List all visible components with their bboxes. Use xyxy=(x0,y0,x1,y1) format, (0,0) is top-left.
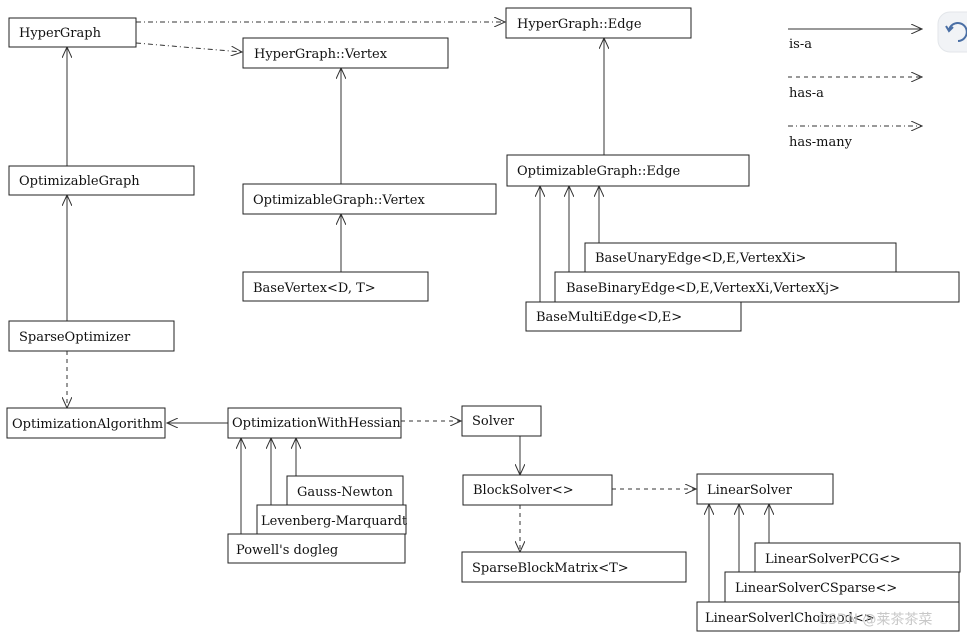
node-base-binary-edge: BaseBinaryEdge<D,E,VertexXi,VertexXj> xyxy=(554,271,960,303)
node-optimizable-graph: OptimizableGraph xyxy=(8,165,195,196)
node-base-unary-edge: BaseUnaryEdge<D,E,VertexXi> xyxy=(584,242,897,273)
node-label: LinearSolverCSparse<> xyxy=(735,581,897,596)
node-base-vertex: BaseVertex<D, T> xyxy=(242,271,429,302)
node-label: OptimizableGraph xyxy=(19,174,140,189)
node-sparse-optimizer: SparseOptimizer xyxy=(8,320,175,352)
node-hypergraph: HyperGraph xyxy=(8,17,137,48)
node-optimizable-graph-vertex: OptimizableGraph::Vertex xyxy=(242,183,497,215)
edge-hypergraph-to-vertex xyxy=(135,42,242,52)
watermark: CSDN @莱茶茶菜 xyxy=(818,612,932,628)
node-linear-solver-pcg: LinearSolverPCG<> xyxy=(754,542,961,573)
node-label: OptimizationWithHessian xyxy=(232,416,401,431)
legend-has-many-label: has-many xyxy=(789,135,853,150)
node-label: BlockSolver<> xyxy=(473,483,574,498)
node-levenberg-marquardt: Levenberg-Marquardt xyxy=(256,504,408,535)
node-base-multi-edge: BaseMultiEdge<D,E> xyxy=(525,301,742,332)
node-label: LinearSolverlCholmod<> xyxy=(705,611,875,626)
node-label: HyperGraph xyxy=(19,26,102,41)
edges xyxy=(67,22,769,602)
node-label: SparseOptimizer xyxy=(19,330,131,345)
node-label: Levenberg-Marquardt xyxy=(261,514,408,529)
node-label: BaseMultiEdge<D,E> xyxy=(536,310,682,325)
corner-refresh-button[interactable] xyxy=(937,11,967,53)
node-label: SparseBlockMatrix<T> xyxy=(472,561,629,576)
legend-has-a-label: has-a xyxy=(789,86,824,101)
node-gauss-newton: Gauss-Newton xyxy=(286,475,404,506)
legend-is-a-label: is-a xyxy=(789,37,812,52)
node-label: LinearSolver xyxy=(707,483,793,498)
node-label: Gauss-Newton xyxy=(297,485,393,500)
node-label: OptimizableGraph::Edge xyxy=(517,164,681,179)
node-label: BaseVertex<D, T> xyxy=(253,281,376,296)
node-powells-dogleg: Powell's dogleg xyxy=(227,533,406,564)
node-linear-solver: LinearSolver xyxy=(696,473,834,505)
node-linear-solver-cholmod: LinearSolverlCholmod<> xyxy=(696,601,960,632)
node-label: Solver xyxy=(472,414,515,429)
node-sparse-block-matrix: SparseBlockMatrix<T> xyxy=(461,551,687,583)
nodes: HyperGraph HyperGraph::Edge HyperGraph::… xyxy=(6,7,961,632)
node-label: Powell's dogleg xyxy=(236,543,338,558)
node-label: HyperGraph::Vertex xyxy=(254,47,388,62)
node-label: LinearSolverPCG<> xyxy=(765,552,901,567)
node-label: OptimizableGraph::Vertex xyxy=(253,193,425,208)
legend: is-a has-a has-many xyxy=(788,29,922,150)
refresh-icon xyxy=(945,22,967,42)
node-optimization-with-hessian: OptimizationWithHessian xyxy=(227,407,402,439)
node-optimizable-graph-edge: OptimizableGraph::Edge xyxy=(506,154,750,187)
node-hypergraph-vertex: HyperGraph::Vertex xyxy=(242,37,449,69)
node-block-solver: BlockSolver<> xyxy=(462,474,613,506)
node-label: BaseBinaryEdge<D,E,VertexXi,VertexXj> xyxy=(566,281,840,296)
node-hypergraph-edge: HyperGraph::Edge xyxy=(505,7,692,39)
node-label: HyperGraph::Edge xyxy=(517,17,642,32)
node-linear-solver-csparse: LinearSolverCSparse<> xyxy=(724,571,960,603)
node-optimization-algorithm: OptimizationAlgorithm xyxy=(6,407,166,439)
node-solver: Solver xyxy=(461,405,542,437)
node-label: BaseUnaryEdge<D,E,VertexXi> xyxy=(595,251,806,266)
node-label: OptimizationAlgorithm xyxy=(12,417,163,432)
